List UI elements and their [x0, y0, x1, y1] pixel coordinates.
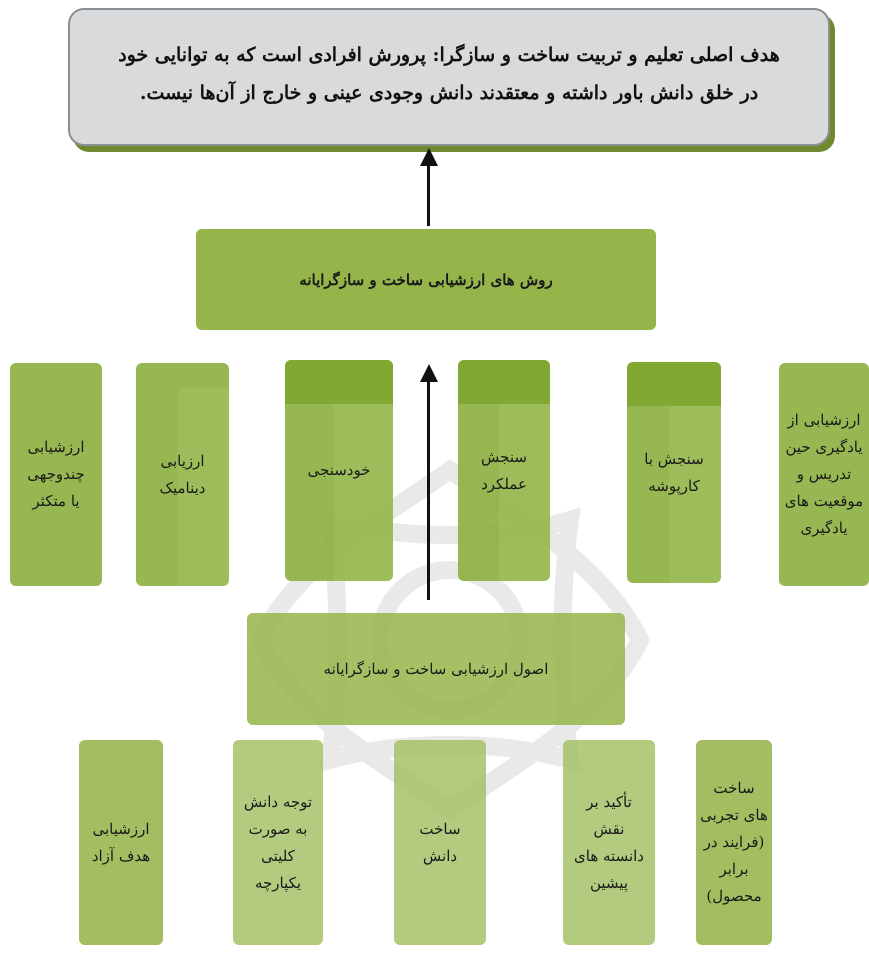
method-card-self-assessment: خودسنجی: [285, 360, 393, 581]
arrow-to-goal-head: [420, 148, 438, 166]
arrow-to-methods-head: [420, 364, 438, 382]
method-label: ارزشیابی چندوجهی یا متکثر: [27, 438, 85, 510]
goal-line-1: هدف اصلی تعلیم و تربیت ساخت و سازگرا: پر…: [118, 44, 780, 66]
method-label: سنجش عملکرد: [481, 447, 527, 493]
methods-title: روش های ارزشیابی ساخت و سازگرایانه: [299, 270, 553, 289]
principles-title-box: اصول ارزشیابی ساخت و سازگرایانه: [247, 613, 625, 725]
method-label: ارزیابی دینامیک: [159, 451, 206, 497]
method-card-dynamic: ارزیابی دینامیک: [136, 363, 229, 586]
method-card-performance: سنجش عملکرد: [458, 360, 550, 581]
principle-card-goal-free: ارزشیابی هدف آزاد: [79, 740, 163, 945]
principle-card-holistic: توجه دانش به صورت کلیتی یکپارچه: [233, 740, 323, 945]
principle-card-experiential: ساخت های تجربی (فرایند در برابر محصول): [696, 740, 772, 945]
principle-card-prior-knowledge: تأکید بر نقش دانسته های پیشین: [563, 740, 655, 945]
principle-label: توجه دانش به صورت کلیتی یکپارچه: [243, 792, 313, 892]
method-label: خودسنجی: [307, 461, 371, 479]
arrow-to-methods-line: [427, 382, 430, 600]
method-card-learning-assessment: ارزشیابی از یادگیری حین تدریس و موقعیت ه…: [779, 363, 869, 586]
method-card-multidimensional: ارزشیابی چندوجهی یا متکثر: [10, 363, 102, 586]
principle-label: ارزشیابی هدف آزاد: [91, 819, 151, 865]
principles-title: اصول ارزشیابی ساخت و سازگرایانه: [323, 660, 549, 678]
principle-card-knowledge-construction: ساخت دانش: [394, 740, 486, 945]
arrow-to-goal-line: [427, 166, 430, 226]
methods-title-box: روش های ارزشیابی ساخت و سازگرایانه: [196, 229, 656, 330]
principle-label: تأکید بر نقش دانسته های پیشین: [574, 792, 644, 892]
method-card-portfolio: سنجش با کارپوشه: [627, 362, 721, 583]
principle-label: ساخت دانش: [419, 819, 461, 865]
goal-line-2: در خلق دانش باور داشته و معتقدند دانش وج…: [139, 82, 759, 104]
method-label: ارزشیابی از یادگیری حین تدریس و موقعیت ه…: [784, 411, 864, 537]
principle-label: ساخت های تجربی (فرایند در برابر محصول): [700, 779, 768, 905]
goal-box: هدف اصلی تعلیم و تربیت ساخت و سازگرا: پر…: [68, 8, 830, 146]
method-label: سنجش با کارپوشه: [644, 449, 704, 495]
